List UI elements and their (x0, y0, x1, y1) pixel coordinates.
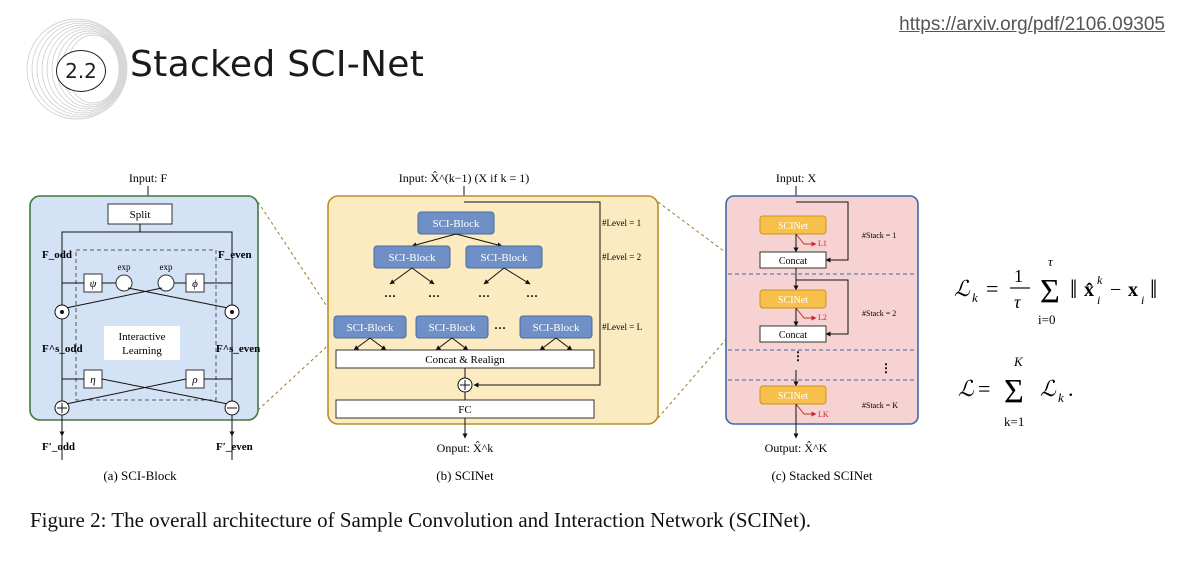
phi-label: ϕ (192, 278, 198, 290)
svg-text:τ: τ (1048, 254, 1054, 269)
dots-5: ··· (494, 321, 506, 335)
scinet-box-1-label: SCINet (778, 221, 808, 232)
scinet-box-k (759, 385, 827, 405)
dots-4: ··· (526, 289, 538, 303)
panel-b-output-label: Onput: X̂^k (437, 441, 494, 455)
exp-label-left: exp (118, 262, 131, 272)
scinet-box-1 (759, 215, 827, 235)
fc-label: FC (458, 404, 471, 416)
svg-text:.: . (1068, 376, 1074, 401)
concat-realign-label: Concat & Realign (425, 354, 505, 366)
panel-a-input-label: Input: F (129, 171, 168, 185)
learning-label: Learning (122, 345, 162, 357)
rho-label: ρ (191, 374, 197, 386)
interactive-label: Interactive (118, 331, 165, 343)
svg-text:‖: ‖ (1070, 275, 1077, 304)
svg-text:k: k (972, 290, 978, 305)
sci-block-l2b-label: SCI-Block (480, 252, 528, 264)
level1-label: #Level = 1 (602, 218, 641, 228)
sci-block-lc-label: SCI-Block (532, 322, 580, 334)
decorative-swirl-logo (26, 18, 128, 120)
page-title: Stacked SCI-Net (130, 44, 425, 85)
sci-block-l2a-label: SCI-Block (388, 252, 436, 264)
svg-text:−: − (1110, 279, 1121, 301)
svg-text:Σ: Σ (1004, 373, 1024, 410)
section-number-badge: 2.2 (56, 50, 106, 92)
interactive-learning-region (75, 249, 217, 401)
svg-text:i=0: i=0 (1038, 312, 1055, 327)
panel-c-output-label: Output: X̂^K (765, 441, 828, 455)
loss-per-stack-equation: ℒ k = 1 τ Σ τ i=0 ‖ x̂ k i − x i ‖ (952, 252, 1180, 332)
scinet-box-2 (759, 289, 827, 309)
panel-a-background (29, 195, 259, 421)
psi-label: ψ (90, 278, 97, 290)
svg-text:x̂: x̂ (1084, 279, 1094, 301)
sci-block-l1-label: SCI-Block (432, 218, 480, 230)
vdots-right: ⋮ (880, 361, 892, 375)
svg-text:k: k (1097, 273, 1103, 287)
dots-2: ··· (428, 289, 440, 303)
exp-label-right: exp (160, 262, 173, 272)
svg-text:1: 1 (1014, 266, 1023, 286)
panel-a-sci-block: Input: F Split F_odd F_even ψ ϕ exp exp … (29, 171, 260, 483)
f-even-label: F_even (218, 249, 252, 261)
concat-box-2-label: Concat (779, 330, 808, 341)
fs-odd-label: F^s_odd (42, 343, 83, 355)
source-link[interactable]: https://arxiv.org/pdf/2106.09305 (899, 14, 1165, 35)
level2-label: #Level = 2 (602, 252, 641, 262)
eta-label: η (90, 374, 95, 386)
svg-text:ℒ: ℒ (1040, 376, 1057, 401)
svg-text:Σ: Σ (1040, 273, 1060, 310)
concat-box-1-label: Concat (779, 256, 808, 267)
loss-2-label: L2 (818, 313, 827, 322)
split-label: Split (130, 209, 151, 221)
fs-even-label: F^s_even (216, 343, 260, 355)
architecture-figure: Input: F Split F_odd F_even ψ ϕ exp exp … (29, 171, 919, 483)
svg-text:=: = (978, 376, 990, 401)
svg-text:k: k (1058, 390, 1064, 405)
panel-b-caption: (b) SCINet (436, 468, 494, 483)
svg-text:‖: ‖ (1150, 275, 1157, 304)
figure-caption: Figure 2: The overall architecture of Sa… (30, 508, 812, 532)
loss-k-label: LK (818, 410, 829, 419)
levelL-label: #Level = L (602, 322, 642, 332)
panel-a-caption: (a) SCI-Block (103, 468, 177, 483)
fp-odd-label: F′_odd (42, 441, 75, 453)
scinet-box-k-label: SCINet (778, 391, 808, 402)
svg-text:ℒ: ℒ (954, 276, 971, 301)
panel-b-input-label: Input: X̂^(k−1) (X if k = 1) (399, 171, 529, 185)
f-odd-label: F_odd (42, 249, 72, 261)
loss-1-label: L1 (818, 239, 827, 248)
interactive-learning-box (104, 326, 180, 360)
vdots-left: ⋮ (792, 349, 804, 363)
sci-block-lb-label: SCI-Block (428, 322, 476, 334)
scinet-box-2-label: SCINet (778, 295, 808, 306)
sci-block-la-label: SCI-Block (346, 322, 394, 334)
svg-text:x: x (1128, 279, 1138, 301)
stack-1-label: #Stack = 1 (862, 231, 896, 240)
panel-c-caption: (c) Stacked SCINet (771, 468, 872, 483)
stack-k-label: #Stack = K (862, 401, 898, 410)
panel-c-stacked-scinet: Input: X SCINet L1 Concat #Stack = 1 SCI… (725, 171, 919, 483)
svg-text:=: = (986, 276, 998, 301)
dots-3: ··· (478, 289, 490, 303)
svg-text:ℒ: ℒ (958, 376, 975, 401)
stack-2-label: #Stack = 2 (862, 309, 896, 318)
dots-1: ··· (384, 289, 396, 303)
svg-text:k=1: k=1 (1004, 414, 1024, 429)
fp-even-label: F′_even (216, 441, 253, 453)
panel-b-scinet: Input: X̂^(k−1) (X if k = 1) SCI-Block #… (327, 171, 659, 483)
svg-text:K: K (1013, 354, 1024, 369)
svg-text:i: i (1097, 293, 1100, 307)
panel-c-input-label: Input: X (776, 171, 817, 185)
svg-text:i: i (1141, 293, 1144, 307)
svg-text:τ: τ (1014, 292, 1021, 312)
total-loss-equation: ℒ = Σ K k=1 ℒ k . (956, 350, 1116, 434)
